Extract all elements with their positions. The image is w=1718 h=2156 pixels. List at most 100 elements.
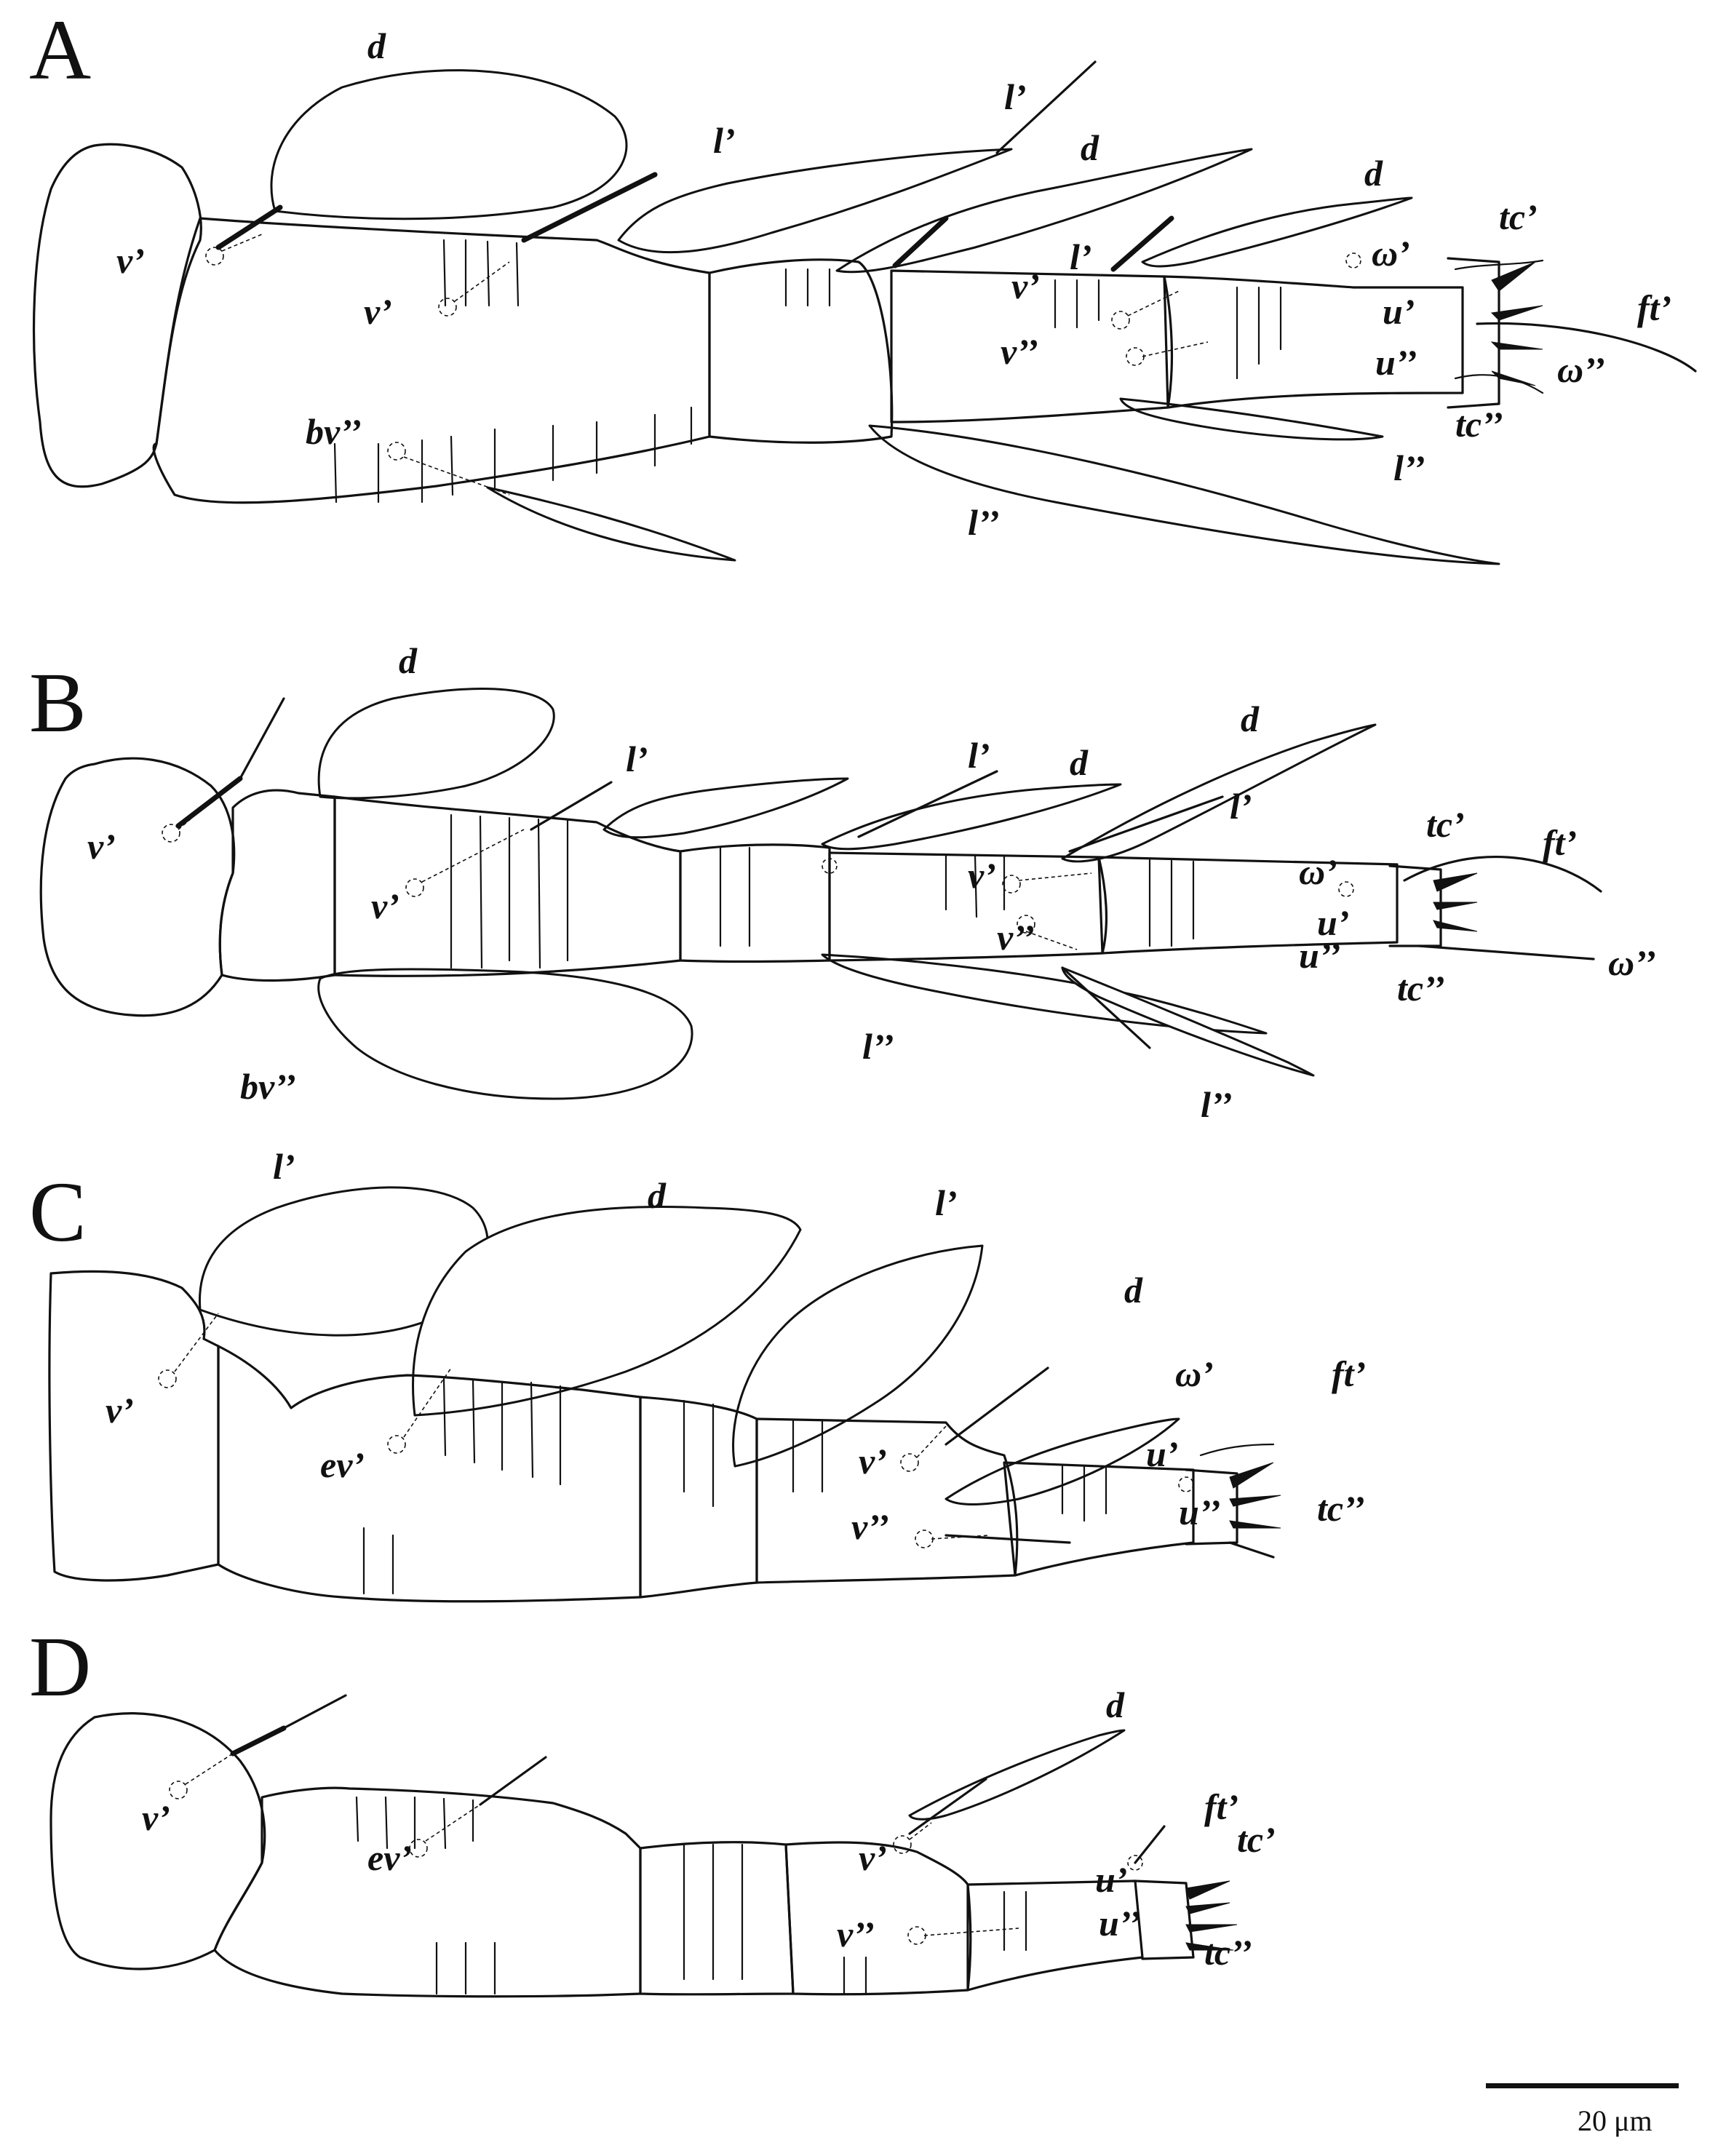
coxa-c xyxy=(48,1270,220,1582)
tarsus-b xyxy=(1097,856,1399,955)
seta-d2-leaf-b xyxy=(821,783,1122,851)
label-c-4: v’ xyxy=(106,1390,134,1431)
seta-ev-d xyxy=(479,1756,547,1806)
panel-a: A xyxy=(29,2,1697,565)
panel-letter-c: C xyxy=(29,1164,87,1260)
label-a-19: l’’ xyxy=(968,502,999,543)
label-a-0: d xyxy=(367,25,386,66)
label-c-2: l’ xyxy=(935,1182,958,1223)
label-d-9: tc’’ xyxy=(1204,1932,1252,1973)
segment-folds-b xyxy=(450,814,1195,969)
label-b-10: tc’ xyxy=(1426,804,1465,845)
solenidion-omega-c xyxy=(1199,1443,1275,1457)
label-c-0: l’ xyxy=(273,1146,295,1187)
seta-l1-b2 xyxy=(1068,795,1224,853)
seta-l1-leaf xyxy=(617,148,1013,254)
seta-v2-c xyxy=(944,1534,1071,1544)
label-a-2: l’ xyxy=(1004,76,1027,117)
panel-c: C xyxy=(29,1146,1366,1603)
label-b-15: ω’’ xyxy=(1608,942,1656,983)
label-c-3: d xyxy=(1124,1270,1143,1310)
trochanter-femur-a xyxy=(152,217,711,504)
seta-l2-leaf-c xyxy=(732,1244,984,1468)
seta-v-tibia-a xyxy=(1110,215,1174,272)
panel-b: B xyxy=(29,640,1656,1125)
label-c-1: d xyxy=(648,1175,667,1216)
label-a-4: d xyxy=(1364,153,1383,194)
label-c-8: v’ xyxy=(859,1441,887,1481)
label-a-17: bv’’ xyxy=(306,411,362,452)
label-a-7: l’ xyxy=(1070,236,1092,277)
segment-folds-a xyxy=(333,239,1282,504)
seta-l2-leaf-lower xyxy=(1119,397,1384,441)
label-d-4: ev’ xyxy=(367,1837,412,1878)
panel-letter-d: D xyxy=(29,1619,91,1714)
label-a-14: u’’ xyxy=(1375,342,1417,383)
seta-v-coxa-a xyxy=(215,204,283,250)
label-a-3: d xyxy=(1081,127,1099,168)
label-a-13: v’’ xyxy=(1001,331,1038,372)
seta-d3-leaf-b xyxy=(1061,723,1377,863)
label-b-17: bv’’ xyxy=(240,1066,296,1107)
panel-letter-a: A xyxy=(29,2,91,98)
scale-bar-line xyxy=(1486,2083,1679,2088)
label-d-7: u’’ xyxy=(1099,1903,1140,1944)
ambulacrum-d xyxy=(1134,1879,1238,1960)
label-c-10: v’’ xyxy=(851,1506,889,1547)
tarsus-a xyxy=(1163,275,1464,409)
label-b-1: l’ xyxy=(626,739,648,779)
label-a-18: l’’ xyxy=(1393,447,1425,488)
label-a-9: ω’ xyxy=(1372,233,1410,274)
seta-bases-d xyxy=(169,1753,1143,1945)
seta-bases-a xyxy=(205,234,1361,496)
label-b-5: v’ xyxy=(87,826,116,867)
seta-v-coxa-d-long xyxy=(282,1694,347,1730)
seta-d3-leaf xyxy=(1141,196,1413,268)
genu-d xyxy=(639,1841,795,1996)
trochanter-b xyxy=(218,789,336,982)
label-b-6: l’ xyxy=(1230,786,1252,827)
label-a-11: u’ xyxy=(1383,291,1415,332)
seta-v-coxa-b xyxy=(175,776,243,829)
label-a-5: v’ xyxy=(116,240,145,281)
seta-d-leaf-d xyxy=(908,1729,1126,1821)
seta-v-coxa-b-long xyxy=(239,697,285,780)
label-b-16: tc’’ xyxy=(1397,968,1445,1009)
seta-d2-leaf-c xyxy=(944,1417,1180,1505)
label-c-6: ft’ xyxy=(1332,1353,1366,1394)
tibia-c xyxy=(755,1417,1019,1584)
label-b-19: l’’ xyxy=(1201,1084,1232,1125)
label-a-10: tc’ xyxy=(1499,196,1538,237)
seta-d-leaf xyxy=(270,69,628,220)
seta-d-leaf-c xyxy=(412,1206,802,1417)
segment-folds-d xyxy=(355,1796,1027,1995)
label-a-16: tc’’ xyxy=(1455,404,1503,445)
seta-l1-leaf-c xyxy=(198,1186,489,1337)
trochanter-femur-d xyxy=(213,1786,642,1998)
label-a-8: v’ xyxy=(1011,266,1040,306)
label-b-11: ft’ xyxy=(1543,822,1577,863)
tibia-b xyxy=(828,851,1108,962)
label-d-2: ft’ xyxy=(1204,1786,1238,1827)
segment-folds-c xyxy=(362,1377,1107,1595)
label-a-15: ω’’ xyxy=(1557,349,1605,390)
seta-d-distal-c xyxy=(944,1367,1049,1446)
label-b-4: d xyxy=(1241,699,1260,739)
seta-bv-leaf xyxy=(486,486,736,562)
label-b-18: l’’ xyxy=(862,1026,894,1067)
seta-bv-leaf-b xyxy=(317,968,693,1100)
label-c-5: ω’ xyxy=(1175,1353,1214,1394)
coxa-a xyxy=(32,143,202,488)
label-b-7: v’ xyxy=(371,886,399,926)
label-d-1: d xyxy=(1106,1684,1125,1725)
seta-d-leaf-b xyxy=(317,687,555,800)
scale-bar-label: 20 μm xyxy=(1578,2104,1653,2137)
label-b-12: u’ xyxy=(1317,902,1349,943)
seta-l2-leaf-long xyxy=(868,424,1500,565)
label-c-7: ev’ xyxy=(320,1444,365,1485)
genu-a xyxy=(708,258,894,444)
seta-v-femur-b xyxy=(530,781,613,831)
seta-u-d xyxy=(1134,1825,1166,1864)
label-d-0: v’ xyxy=(142,1797,170,1838)
